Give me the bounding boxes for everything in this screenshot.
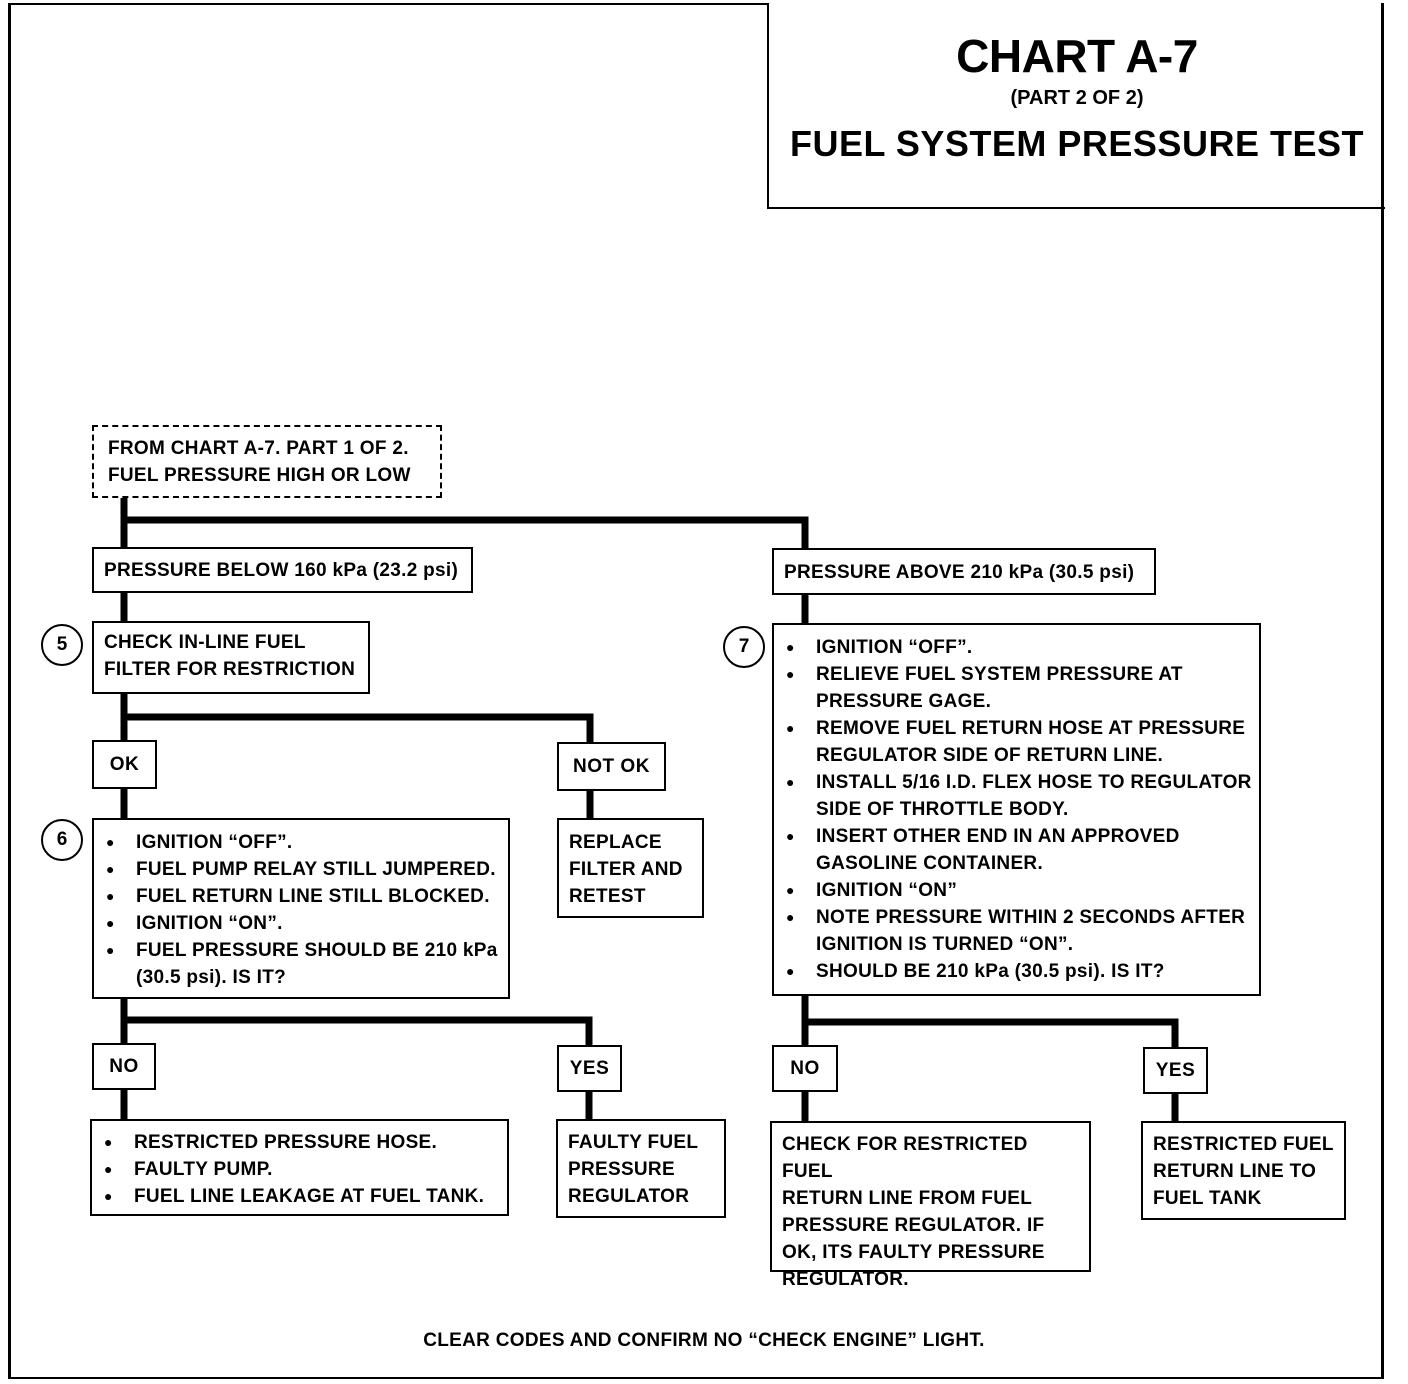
step-6-box: IGNITION “OFF”.FUEL PUMP RELAY STILL JUM… <box>92 818 510 999</box>
left-not-ok-label: NOT OK <box>557 742 666 791</box>
list-item: RELIEVE FUEL SYSTEM PRESSURE AT PRESSURE… <box>784 661 1253 715</box>
step-6-list: IGNITION “OFF”.FUEL PUMP RELAY STILL JUM… <box>94 820 508 995</box>
page-frame <box>8 3 1384 1379</box>
list-item: FAULTY PUMP. <box>102 1156 501 1183</box>
list-item: IGNITION “ON” <box>784 877 1253 904</box>
chart-subtitle: FUEL SYSTEM PRESSURE TEST <box>790 123 1364 164</box>
footer-note: CLEAR CODES AND CONFIRM NO “CHECK ENGINE… <box>423 1330 985 1351</box>
list-item: IGNITION “OFF”. <box>784 634 1253 661</box>
right-yes-result-box: RESTRICTED FUEL RETURN LINE TO FUEL TANK <box>1141 1121 1346 1220</box>
step-5-text: CHECK IN-LINE FUEL FILTER FOR RESTRICTIO… <box>104 632 356 680</box>
step-5-marker: 5 <box>41 624 83 666</box>
left-no-label: NO <box>92 1043 156 1090</box>
connector-step5-split <box>120 688 594 746</box>
list-item: INSTALL 5/16 I.D. FLEX HOSE TO REGULATOR… <box>784 769 1253 823</box>
chart-title: CHART A-7 <box>956 30 1198 82</box>
left-yes-result-box: FAULTY FUEL PRESSURE REGULATOR <box>556 1119 726 1218</box>
list-item: FUEL RETURN LINE STILL BLOCKED. <box>104 883 502 910</box>
start-text: FROM CHART A-7. PART 1 OF 2. FUEL PRESSU… <box>108 438 411 486</box>
list-item: REMOVE FUEL RETURN HOSE AT PRESSURE REGU… <box>784 715 1253 769</box>
title-block: CHART A-7 (PART 2 OF 2) FUEL SYSTEM PRES… <box>767 3 1385 209</box>
replace-filter-text: REPLACE FILTER AND RETEST <box>569 832 683 907</box>
left-no-result-list: RESTRICTED PRESSURE HOSE.FAULTY PUMP.FUE… <box>92 1121 507 1214</box>
left-ok-label: OK <box>92 740 157 789</box>
right-no-result-box: CHECK FOR RESTRICTED FUEL RETURN LINE FR… <box>770 1121 1091 1290</box>
step-6-marker: 6 <box>41 819 83 861</box>
list-item: SHOULD BE 210 kPa (30.5 psi). IS IT? <box>784 958 1253 985</box>
step-7-box: IGNITION “OFF”.RELIEVE FUEL SYSTEM PRESS… <box>772 623 1261 996</box>
chart-part: (PART 2 OF 2) <box>1010 87 1144 109</box>
right-no-label: NO <box>772 1045 838 1092</box>
replace-filter-box: REPLACE FILTER AND RETEST <box>557 818 704 918</box>
list-item: FUEL PRESSURE SHOULD BE 210 kPa (30.5 ps… <box>104 937 502 991</box>
right-condition-box: PRESSURE ABOVE 210 kPa (30.5 psi) <box>772 548 1156 595</box>
list-item: NOTE PRESSURE WITHIN 2 SECONDS AFTER IGN… <box>784 904 1253 958</box>
left-yes-result-text: FAULTY FUEL PRESSURE REGULATOR <box>568 1132 699 1207</box>
connector-step6-split <box>120 994 593 1049</box>
right-no-result-text: CHECK FOR RESTRICTED FUEL RETURN LINE FR… <box>782 1134 1045 1290</box>
start-box: FROM CHART A-7. PART 1 OF 2. FUEL PRESSU… <box>92 425 442 498</box>
step-7-marker: 7 <box>723 626 765 668</box>
connector-start-split <box>120 494 809 552</box>
step-7-list: IGNITION “OFF”.RELIEVE FUEL SYSTEM PRESS… <box>774 625 1259 989</box>
list-item: RESTRICTED PRESSURE HOSE. <box>102 1129 501 1156</box>
step-5-box: CHECK IN-LINE FUEL FILTER FOR RESTRICTIO… <box>92 621 370 694</box>
right-yes-label: YES <box>1143 1047 1208 1094</box>
left-yes-label: YES <box>557 1045 622 1092</box>
connector-step7-split <box>801 991 1179 1051</box>
right-yes-result-text: RESTRICTED FUEL RETURN LINE TO FUEL TANK <box>1153 1134 1334 1209</box>
left-condition-box: PRESSURE BELOW 160 kPa (23.2 psi) <box>92 547 473 593</box>
top-border <box>8 3 768 5</box>
left-no-result-box: RESTRICTED PRESSURE HOSE.FAULTY PUMP.FUE… <box>90 1119 509 1216</box>
list-item: IGNITION “ON”. <box>104 910 502 937</box>
list-item: FUEL PUMP RELAY STILL JUMPERED. <box>104 856 502 883</box>
list-item: FUEL LINE LEAKAGE AT FUEL TANK. <box>102 1183 501 1210</box>
list-item: INSERT OTHER END IN AN APPROVED GASOLINE… <box>784 823 1253 877</box>
list-item: IGNITION “OFF”. <box>104 829 502 856</box>
left-condition-text: PRESSURE BELOW 160 kPa (23.2 psi) <box>104 560 459 581</box>
right-condition-text: PRESSURE ABOVE 210 kPa (30.5 psi) <box>784 562 1135 583</box>
